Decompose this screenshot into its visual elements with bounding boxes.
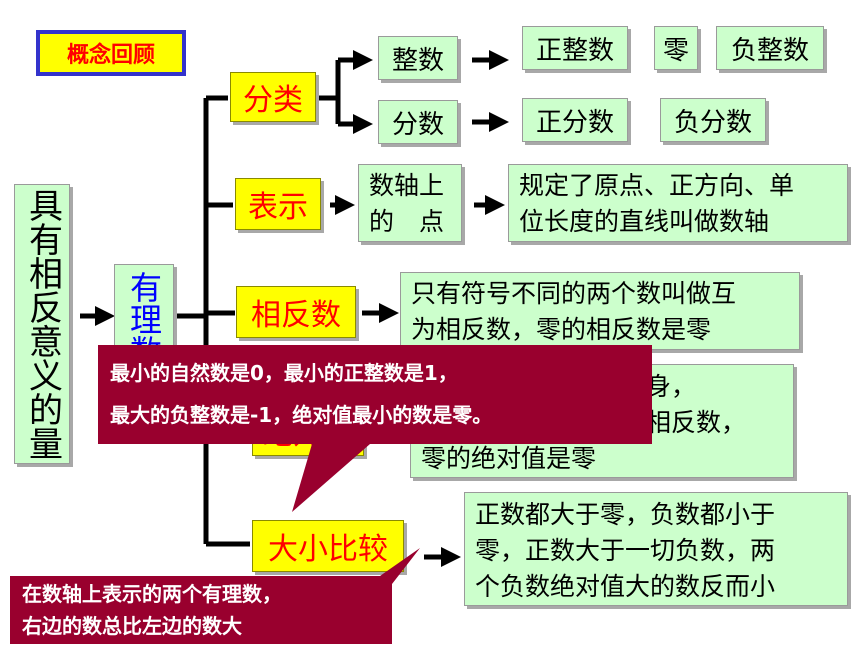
opposite-line-2: 为相反数，零的相反数是零: [411, 315, 712, 344]
category-classification: 分类: [230, 72, 316, 122]
definition-line-2: 位长度的直线叫做数轴: [519, 207, 770, 236]
category-representation-label: 表示: [248, 190, 308, 225]
zero-node: 零: [654, 26, 698, 70]
fraction-node: 分数: [378, 100, 458, 144]
comparison-definition: 正数都大于零，负数都小于 零，正数大于一切负数，两 个负数绝对值大的数反而小: [464, 492, 848, 606]
callout-bottom-line-2: 右边的数总比左边的数大: [22, 614, 242, 638]
callout-top-text: 最小的自然数是0，最小的正整数是1， 最大的负整数是-1，绝对值最小的数是零。: [110, 352, 492, 436]
opposite-line-1: 只有符号不同的两个数叫做互: [411, 279, 737, 308]
positive-integer-node: 正整数: [522, 26, 628, 70]
category-comparison-label: 大小比较: [268, 532, 388, 567]
opposite-definition: 只有符号不同的两个数叫做互 为相反数，零的相反数是零: [400, 272, 800, 350]
category-opposite-label: 相反数: [251, 298, 341, 333]
callout-bottom-text: 在数轴上表示的两个有理数， 右边的数总比左边的数大: [22, 578, 282, 642]
fraction-node-text: 分数: [391, 109, 444, 140]
title-badge: 概念回顾: [36, 30, 186, 76]
positive-fraction-node: 正分数: [522, 98, 628, 142]
category-opposite: 相反数: [236, 286, 356, 338]
positive-integer-text: 正整数: [535, 35, 614, 66]
category-representation: 表示: [235, 178, 321, 230]
comparison-line-2: 零，正数大于一切负数，两: [475, 536, 776, 565]
number-line-definition: 规定了原点、正方向、单 位长度的直线叫做数轴: [508, 164, 848, 242]
point-line-2: 的 点: [369, 207, 445, 236]
root-node: 具有相反意义的量: [14, 184, 70, 464]
negative-integer-node: 负整数: [716, 26, 824, 70]
negative-fraction-text: 负分数: [673, 107, 752, 138]
definition-line-1: 规定了原点、正方向、单: [519, 171, 795, 200]
absolute-line-3: 零的绝对值是零: [421, 444, 597, 473]
comparison-line-1: 正数都大于零，负数都小于: [475, 500, 776, 529]
positive-fraction-text: 正分数: [535, 107, 614, 138]
zero-text: 零: [662, 35, 689, 66]
category-comparison: 大小比较: [252, 520, 404, 572]
point-line-1: 数轴上: [369, 171, 445, 200]
category-classification-label: 分类: [243, 83, 303, 118]
callout-top-line-1: 最小的自然数是0，最小的正整数是1，: [110, 361, 458, 385]
integer-node: 整数: [378, 36, 458, 80]
root-node-text: 具有相反意义的量: [22, 188, 63, 460]
negative-integer-text: 负整数: [730, 35, 809, 66]
negative-fraction-node: 负分数: [660, 98, 766, 142]
comparison-line-3: 个负数绝对值大的数反而小: [475, 572, 776, 601]
title-badge-text: 概念回顾: [66, 43, 155, 68]
integer-node-text: 整数: [391, 45, 444, 76]
number-line-point-node: 数轴上 的 点: [358, 164, 462, 242]
callout-top-line-2: 最大的负整数是-1，绝对值最小的数是零。: [110, 403, 493, 427]
callout-bottom-line-1: 在数轴上表示的两个有理数，: [22, 582, 282, 606]
